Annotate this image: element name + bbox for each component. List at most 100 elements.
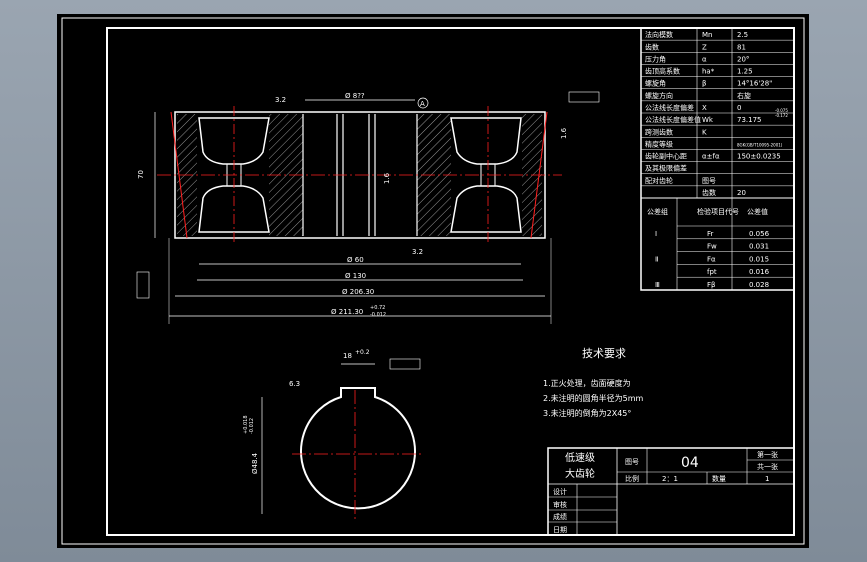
wk-tolerance: -0.172: [775, 113, 788, 118]
param-name: 压力角: [645, 54, 666, 63]
param-name: 齿顶高系数: [645, 67, 680, 76]
tol-group: Ⅰ: [655, 230, 657, 238]
role-date: 日期: [553, 526, 567, 534]
param-value: 150±0.0235: [737, 153, 781, 161]
param-name: 齿数: [645, 42, 659, 51]
part-name-line1: 低速级: [565, 451, 595, 464]
dim-width: 70: [137, 170, 145, 179]
param-name: 配对齿轮: [645, 176, 673, 185]
param-value: 1.25: [737, 68, 753, 76]
title-block: 低速级 大齿轮 图号 04 第一张 共一张 比例 2：1 数量 1 设计 审核 …: [547, 447, 795, 536]
keyway-depth: Ø48.4: [251, 452, 259, 474]
tech-req-item-3: 3.未注明的倒角为2X45°: [543, 408, 631, 418]
tol-code: Fr: [707, 230, 714, 238]
dim-tip-tol-upper: +0.72: [370, 305, 385, 311]
sheet-total: 第一张: [757, 450, 778, 459]
param-symbol: α±fα: [702, 153, 720, 161]
drawing-canvas: Ø 8?? Ø 60 Ø 130 Ø 206.30 Ø 211.30 +0.72…: [61, 17, 805, 545]
dim-root: Ø 206.30: [342, 288, 374, 296]
param-value: 右旋: [737, 91, 751, 100]
param-value: 73.175: [737, 116, 762, 124]
scale-value: 2：1: [662, 475, 678, 483]
param-value: 81: [737, 43, 746, 51]
params-table: 法向模数 Mn 2.5 齿数 Z 81 压力角 α 20° 齿顶高系数 ha* 1.25 螺旋角 β 14°…: [640, 27, 795, 291]
datum-a-label: A: [420, 100, 425, 108]
qty-label: 数量: [712, 474, 726, 483]
param-name: 法向模数: [645, 30, 673, 39]
tol-code: Fα: [707, 255, 716, 263]
scale-label: 比例: [625, 474, 639, 483]
wk-tolerance: -0.075: [775, 108, 788, 113]
tol-code: Fβ: [707, 281, 716, 289]
param-symbol: X: [702, 104, 707, 112]
param-name: 公法线长度偏差: [645, 103, 694, 112]
rough-mark-1: 3.2: [275, 96, 286, 104]
tol-header-item: 检验项目代号: [697, 207, 739, 216]
tech-req-item-1: 1.正火处理，齿面硬度为: [543, 378, 631, 388]
param-name: 精度等级: [645, 139, 673, 148]
tech-req-title: 技术要求: [582, 347, 626, 360]
param-value: 14°16'28": [737, 80, 772, 88]
param-value: 0: [737, 104, 741, 112]
drawing-no-label: 图号: [625, 458, 639, 466]
param-value: 20°: [737, 55, 749, 63]
role-review: 审核: [553, 500, 567, 509]
web-dim: 1.6: [383, 172, 391, 184]
param-symbol: Z: [702, 43, 707, 51]
drawing-sheet: Ø 8?? Ø 60 Ø 130 Ø 206.30 Ø 211.30 +0.72…: [57, 14, 809, 548]
tol-header-value: 公差值: [747, 207, 768, 216]
keyway-depth-tol-upper: +0.018: [243, 415, 249, 434]
tol-value: 0.016: [749, 268, 770, 276]
dim-tip-tol-lower: -0.012: [370, 312, 386, 318]
tol-group: Ⅱ: [655, 255, 658, 263]
param-symbol: 图号: [702, 177, 716, 185]
param-symbol: β: [702, 80, 706, 88]
role-design: 设计: [553, 487, 567, 496]
rough-mark-3: 1.6: [560, 127, 568, 139]
param-name: 螺旋角: [645, 79, 666, 88]
tol-value: 0.028: [749, 281, 769, 289]
tol-code: fpt: [707, 268, 717, 276]
dim-tip: Ø 211.30: [331, 308, 363, 316]
tol-code: Fw: [707, 243, 717, 251]
gear-dimensions: Ø 8?? Ø 60 Ø 130 Ø 206.30 Ø 211.30 +0.72…: [136, 91, 600, 324]
param-value: 8GK(GB/T10095-2001): [737, 142, 783, 147]
param-symbol: Mn: [702, 31, 712, 39]
param-symbol: K: [702, 128, 707, 136]
param-value: 20: [737, 189, 746, 197]
role-grade: 成绩: [553, 512, 567, 521]
param-value: 2.5: [737, 31, 748, 39]
drawing-no: 04: [681, 455, 699, 471]
tol-header-group: 公差组: [647, 207, 668, 216]
tol-group: Ⅲ: [655, 281, 660, 289]
tol-value: 0.056: [749, 230, 770, 238]
keyway-tol: +0.2: [355, 349, 370, 356]
param-symbol: Wk: [702, 116, 714, 124]
sheet-of: 共一张: [757, 462, 778, 471]
dim-bore: Ø 60: [347, 256, 364, 264]
part-name-line2: 大齿轮: [565, 467, 595, 480]
dim-hub: Ø 130: [345, 272, 366, 280]
param-name: 螺旋方向: [645, 91, 673, 100]
keyway-roughness: 6.3: [289, 380, 300, 388]
keyway-width: 18: [343, 352, 352, 360]
tech-requirements: 技术要求 1.正火处理，齿面硬度为 2.未注明的圆角半径为5mm 3.未注明的倒…: [543, 347, 644, 418]
qty-value: 1: [765, 475, 769, 483]
param-symbol: ha*: [702, 68, 715, 76]
tech-req-item-2: 2.未注明的圆角半径为5mm: [543, 393, 644, 403]
gear-section-view: [157, 106, 562, 244]
keyway-depth-tol-lower: -0.012: [249, 418, 255, 434]
param-name: 齿轮副中心距: [645, 152, 687, 161]
param-name: 及其极限偏差: [645, 164, 687, 173]
dim-web-diameter: Ø 8??: [345, 92, 365, 100]
param-name: 公法线长度偏差值: [645, 115, 701, 124]
param-name: 跨测齿数: [645, 127, 673, 136]
param-symbol: α: [702, 55, 707, 63]
param-symbol: 齿数: [702, 188, 716, 197]
bore-keyway-view: 18 +0.2 6.3 Ø48.4 +0.018 -0.012: [243, 349, 423, 519]
outer-border: [61, 17, 805, 545]
tol-value: 0.015: [749, 255, 769, 263]
rough-mark-2: 3.2: [412, 248, 423, 256]
tol-value: 0.031: [749, 243, 769, 251]
